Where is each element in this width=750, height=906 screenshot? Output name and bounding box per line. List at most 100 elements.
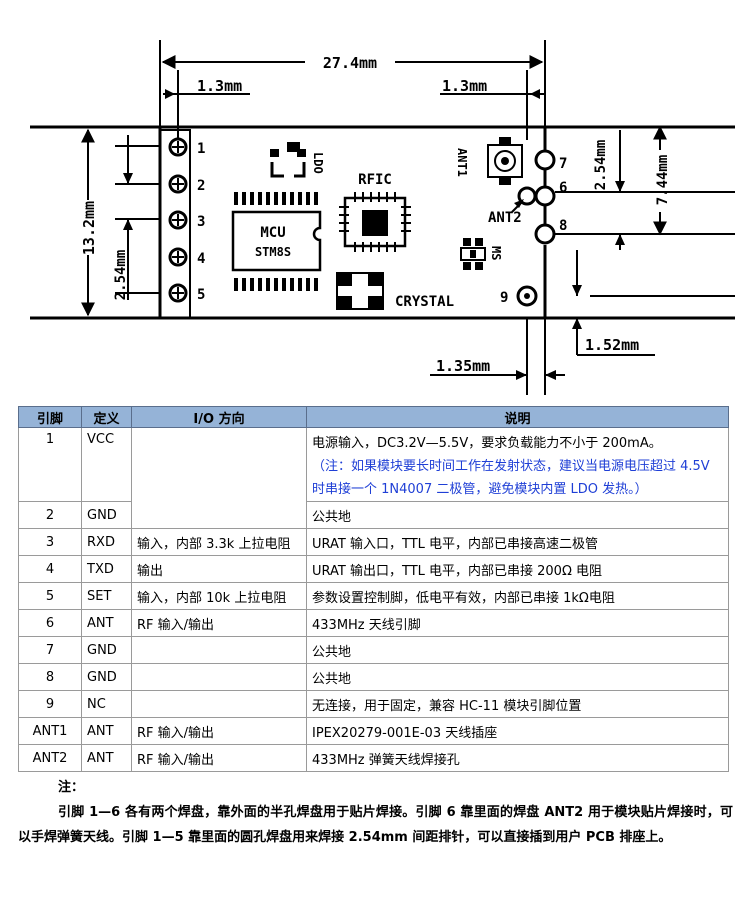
cell-pin: 2 xyxy=(18,501,82,529)
cell-description: 无连接，用于固定，兼容 HC-11 模块引脚位置 xyxy=(306,690,729,718)
cell-definition: ANT xyxy=(81,744,132,772)
cell-definition: ANT xyxy=(81,717,132,745)
cell-description: IPEX20279-001E-03 天线插座 xyxy=(306,717,729,745)
header-pin: 引脚 xyxy=(18,406,82,428)
notes-title: 注： xyxy=(58,780,85,795)
table-row: 1 VCC 电源输入，DC3.2V—5.5V，要求负载能力不小于 200mA。 … xyxy=(18,427,729,529)
table-row: 6 ANT RF 输入/输出 433MHz 天线引脚 xyxy=(18,609,729,637)
dim-label-pin9-x: 1.35mm xyxy=(436,357,490,375)
cell-description: 公共地 xyxy=(306,501,729,529)
table-row: 7 GND 公共地 xyxy=(18,636,729,664)
dimension-pin9-x: 1.35mm xyxy=(430,357,565,380)
ldo-label: LDO xyxy=(311,152,325,174)
dim-label-right-pitch: 2.54mm xyxy=(593,140,609,191)
cell-pin: 8 xyxy=(18,663,82,691)
pin-definition-table: 引脚 定义 I/O 方向 说明 1 VCC 电源输入，DC3.2V—5.5V，要… xyxy=(18,406,729,772)
cell-definition: ANT xyxy=(81,609,132,637)
pin-label-6: 6 xyxy=(559,180,567,196)
table-row: ANT2 ANT RF 输入/输出 433MHz 弹簧天线焊接孔 xyxy=(18,744,729,772)
dim-label-right: 1.3mm xyxy=(442,77,487,95)
cell-pin: 9 xyxy=(18,690,82,718)
cell-definition: GND xyxy=(81,501,132,529)
dim-label-height: 13.2mm xyxy=(80,201,98,255)
header-definition: 定义 xyxy=(81,406,132,428)
vcc-note: （注：如果模块要长时间工作在发射状态，建议当电源电压超过 4.5V 时串接一个 … xyxy=(312,459,710,497)
dimension-right-height: 7.44mm xyxy=(653,125,671,236)
cell-io: RF 输入/输出 xyxy=(131,609,307,637)
rfic-footprint: RFIC xyxy=(339,172,411,252)
cell-io: RF 输入/输出 xyxy=(131,744,307,772)
table-row: 9 NC 无连接，用于固定，兼容 HC-11 模块引脚位置 xyxy=(18,690,729,718)
ms-label: MS xyxy=(489,246,503,260)
cell-description: URAT 输出口，TTL 电平，内部已串接 200Ω 电阻 xyxy=(306,555,729,583)
cell-io: 输出 xyxy=(131,555,307,583)
cell-io: RF 输入/输出 xyxy=(131,717,307,745)
ant1-label: ANT1 xyxy=(455,148,469,177)
cell-description: 公共地 xyxy=(306,636,729,664)
dimension-total-width: 27.4mm xyxy=(161,54,544,72)
table-row: 8 GND 公共地 xyxy=(18,663,729,691)
cell-io: 输入，内部 10k 上拉电阻 xyxy=(131,582,307,610)
header-description: 说明 xyxy=(306,406,729,428)
cell-pin: ANT2 xyxy=(18,744,82,772)
cell-io: 输入，内部 3.3k 上拉电阻 xyxy=(131,528,307,556)
dimension-left-offset: 1.3mm xyxy=(163,77,250,99)
cell-pin: 4 xyxy=(18,555,82,583)
pin-label-9: 9 xyxy=(500,290,508,306)
dim-label-left: 1.3mm xyxy=(197,77,242,95)
pin-label-8: 8 xyxy=(559,218,567,234)
left-pin-header: 1 2 3 4 5 xyxy=(160,129,205,318)
cell-definition: NC xyxy=(81,690,132,718)
dimension-right-pitch: 2.54mm xyxy=(593,130,625,250)
ant1-connector: ANT1 xyxy=(455,137,523,185)
pin-label-7: 7 xyxy=(559,156,567,172)
vcc-description: 电源输入，DC3.2V—5.5V，要求负载能力不小于 200mA。 xyxy=(312,436,662,451)
right-pads: ANT2 7 6 8 9 xyxy=(488,149,567,307)
ant2-label: ANT2 xyxy=(488,210,522,226)
cell-pin: 1 xyxy=(18,427,82,502)
cell-pin: 7 xyxy=(18,636,82,664)
header-io-direction: I/O 方向 xyxy=(131,406,307,428)
cell-description: 参数设置控制脚，低电平有效，内部已串接 1kΩ电阻 xyxy=(306,582,729,610)
pin-label-4: 4 xyxy=(197,251,205,267)
cell-definition: RXD xyxy=(81,528,132,556)
table-row: 5 SET 输入，内部 10k 上拉电阻 参数设置控制脚，低电平有效，内部已串接… xyxy=(18,582,729,610)
cell-description: 公共地 xyxy=(306,663,729,691)
cell-definition: GND xyxy=(81,636,132,664)
dim-label-pin9-y: 1.52mm xyxy=(585,336,639,354)
pin-label-3: 3 xyxy=(197,214,205,230)
crystal-label: CRYSTAL xyxy=(395,294,454,310)
table-row: 3 RXD 输入，内部 3.3k 上拉电阻 URAT 输入口，TTL 电平，内部… xyxy=(18,528,729,556)
cell-io xyxy=(131,663,307,691)
cell-description: 电源输入，DC3.2V—5.5V，要求负载能力不小于 200mA。 （注：如果模… xyxy=(306,427,729,502)
ldo-footprint: LDO xyxy=(270,142,325,178)
dimension-left-pitch: 2.54mm xyxy=(113,135,133,300)
dim-label-width: 27.4mm xyxy=(323,54,377,72)
pin-label-1: 1 xyxy=(197,141,205,157)
notes-body: 引脚 1—6 各有两个焊盘，靠外面的半孔焊盘用于贴片焊接。引脚 6 靠里面的焊盘… xyxy=(18,805,733,845)
cell-definition: GND xyxy=(81,663,132,691)
mcu-model-label: STM8S xyxy=(255,245,291,259)
cell-pin: 6 xyxy=(18,609,82,637)
module-dimension-drawing: 27.4mm 1.3mm 1.3mm 13.2mm 2.54mm 2.54mm xyxy=(30,40,735,395)
dimension-pin9-y: 1.52mm xyxy=(572,250,655,356)
cell-pin: ANT1 xyxy=(18,717,82,745)
dim-label-left-pitch: 2.54mm xyxy=(113,250,129,301)
table-row: 2 GND 公共地 xyxy=(18,501,729,529)
crystal-footprint: CRYSTAL xyxy=(336,272,454,310)
ms-footprint: MS xyxy=(460,238,503,270)
dimension-total-height: 13.2mm xyxy=(80,128,98,317)
cell-io xyxy=(131,690,307,718)
cell-definition: TXD xyxy=(81,555,132,583)
mcu-label: MCU xyxy=(260,225,285,241)
cell-definition: VCC xyxy=(81,427,132,502)
table-row: ANT1 ANT RF 输入/输出 IPEX20279-001E-03 天线插座 xyxy=(18,717,729,745)
table-header-row: 引脚 定义 I/O 方向 说明 xyxy=(18,406,729,428)
cell-io xyxy=(131,427,307,529)
table-row: 4 TXD 输出 URAT 输出口，TTL 电平，内部已串接 200Ω 电阻 xyxy=(18,555,729,583)
cell-description: URAT 输入口，TTL 电平，内部已串接高速二极管 xyxy=(306,528,729,556)
cell-io xyxy=(131,636,307,664)
dim-label-right-height: 7.44mm xyxy=(655,155,671,206)
pin-label-5: 5 xyxy=(197,287,205,303)
rfic-label: RFIC xyxy=(358,172,392,188)
